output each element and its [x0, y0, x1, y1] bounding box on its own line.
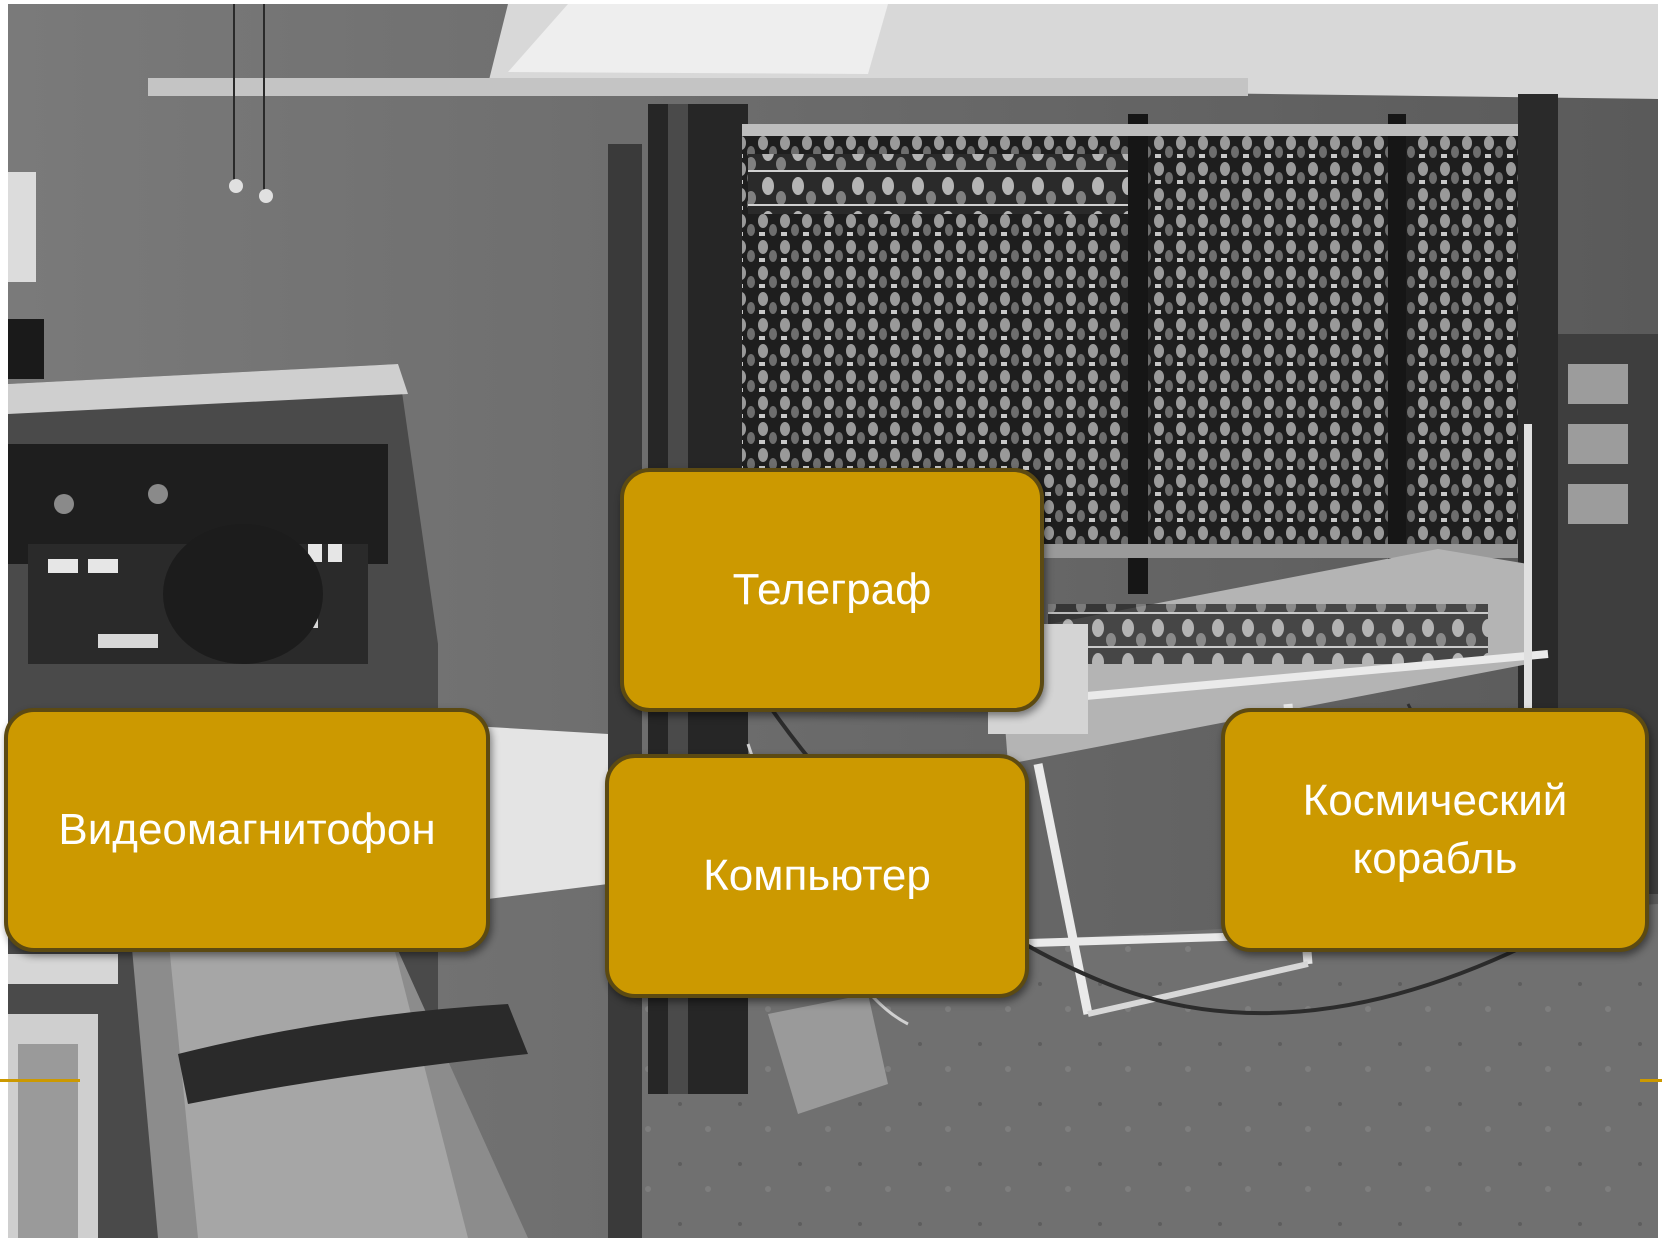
label-telegraph[interactable]: Телеграф: [620, 468, 1044, 712]
accent-line-left: [0, 1079, 80, 1082]
label-computer[interactable]: Компьютер: [605, 754, 1029, 998]
label-vcr[interactable]: Видеомагнитофон: [4, 708, 490, 952]
label-spaceship[interactable]: Космический корабль: [1221, 708, 1649, 952]
accent-line-right: [1640, 1079, 1662, 1082]
